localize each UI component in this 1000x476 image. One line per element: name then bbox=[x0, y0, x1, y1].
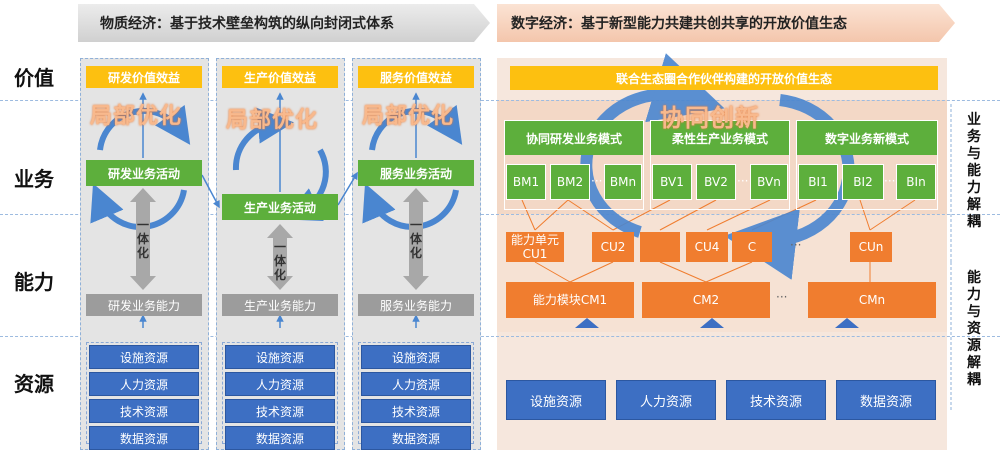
bi1-box: BI1 bbox=[798, 164, 838, 200]
local-opt-label-production: 局部优化 bbox=[226, 108, 319, 133]
bm1-box: BM1 bbox=[506, 164, 546, 200]
capability-unit-cu5: C bbox=[732, 232, 772, 262]
resource-facility-right: 设施资源 bbox=[506, 380, 606, 420]
capability-module-cmn: CMn bbox=[808, 282, 936, 318]
local-opt-label-service: 局部优化 bbox=[362, 104, 455, 129]
capability-box-rd: 研发业务能力 bbox=[86, 294, 202, 316]
ellipsis: ··· bbox=[776, 290, 788, 304]
ellipsis: ··· bbox=[591, 174, 603, 188]
bvn-box: BVn bbox=[750, 164, 788, 200]
mode-title-digital: 数字业务新模式 bbox=[797, 121, 937, 155]
resource-technology: 技术资源 bbox=[89, 399, 199, 423]
resource-technology-right: 技术资源 bbox=[726, 380, 826, 420]
capability-unit-cu4: CU4 bbox=[686, 232, 728, 262]
row-divider bbox=[0, 214, 1000, 215]
business-box-service: 服务业务活动 bbox=[358, 160, 474, 186]
side-label-capability-resource: 能力与资源解耦 bbox=[967, 270, 981, 388]
resource-stack-rd: 设施资源 人力资源 技术资源 数据资源 bbox=[86, 342, 202, 450]
business-box-rd: 研发业务活动 bbox=[86, 160, 202, 186]
header-physical-economy: 物质经济：基于技术壁垒构筑的纵向封闭式体系 bbox=[78, 4, 490, 42]
resource-human: 人力资源 bbox=[361, 372, 471, 396]
header-digital-economy: 数字经济：基于新型能力共建共创共享的开放价值生态 bbox=[497, 4, 955, 42]
resource-human: 人力资源 bbox=[89, 372, 199, 396]
value-box-service: 服务价值效益 bbox=[358, 66, 474, 88]
capability-module-cm2: CM2 bbox=[642, 282, 770, 318]
ellipsis: ··· bbox=[790, 238, 802, 252]
resource-data: 数据资源 bbox=[89, 426, 199, 450]
business-box-production: 生产业务活动 bbox=[222, 194, 338, 220]
value-box-rd: 研发价值效益 bbox=[86, 66, 202, 88]
resource-stack-service: 设施资源 人力资源 技术资源 数据资源 bbox=[358, 342, 474, 450]
row-divider bbox=[0, 100, 1000, 101]
capability-unit-cu2: CU2 bbox=[592, 232, 634, 262]
local-opt-label-rd: 局部优化 bbox=[90, 104, 183, 129]
resource-human-right: 人力资源 bbox=[616, 380, 716, 420]
capability-unit-cu1: 能力单元 CU1 bbox=[506, 232, 564, 262]
resource-facility: 设施资源 bbox=[225, 345, 335, 369]
capability-box-service: 服务业务能力 bbox=[358, 294, 474, 316]
integration-label-service: 一体化 bbox=[409, 218, 422, 260]
ellipsis: ··· bbox=[737, 174, 749, 188]
row-label-value: 价值 bbox=[14, 66, 54, 90]
resource-data: 数据资源 bbox=[361, 426, 471, 450]
mode-title-rd: 协同研发业务模式 bbox=[505, 121, 643, 155]
integration-label-production: 一体化 bbox=[273, 240, 286, 282]
resource-facility: 设施资源 bbox=[361, 345, 471, 369]
resource-technology: 技术资源 bbox=[361, 399, 471, 423]
ellipsis: ··· bbox=[884, 174, 896, 188]
header-right-text: 数字经济：基于新型能力共建共创共享的开放价值生态 bbox=[511, 16, 847, 32]
resource-human: 人力资源 bbox=[225, 372, 335, 396]
resource-facility: 设施资源 bbox=[89, 345, 199, 369]
bv1-box: BV1 bbox=[652, 164, 692, 200]
mode-title-production: 柔性生产业务模式 bbox=[651, 121, 789, 155]
capability-module-cm1: 能力模块CM1 bbox=[506, 282, 634, 318]
resource-data-right: 数据资源 bbox=[836, 380, 936, 420]
bi2-box: BI2 bbox=[842, 164, 884, 200]
bm2-box: BM2 bbox=[550, 164, 590, 200]
resource-data: 数据资源 bbox=[225, 426, 335, 450]
capability-box-production: 生产业务能力 bbox=[222, 294, 338, 316]
mode-group-production: 柔性生产业务模式 bbox=[650, 120, 790, 210]
ecosystem-value-box: 联合生态圈合作伙伴构建的开放价值生态 bbox=[510, 66, 938, 90]
row-label-capability: 能力 bbox=[14, 270, 54, 294]
row-label-business: 业务 bbox=[14, 167, 54, 191]
synergy-label: 协同创新 bbox=[660, 104, 760, 132]
capability-unit-cun: CUn bbox=[850, 232, 892, 262]
mode-group-digital: 数字业务新模式 bbox=[796, 120, 938, 210]
bmn-box: BMn bbox=[604, 164, 642, 200]
value-box-production: 生产价值效益 bbox=[222, 66, 338, 88]
resource-technology: 技术资源 bbox=[225, 399, 335, 423]
capability-unit-cu3 bbox=[640, 232, 680, 262]
bin-box: BIn bbox=[896, 164, 936, 200]
resource-stack-production: 设施资源 人力资源 技术资源 数据资源 bbox=[222, 342, 338, 450]
integration-label-rd: 一体化 bbox=[136, 218, 149, 260]
row-label-resource: 资源 bbox=[14, 372, 54, 396]
mode-group-rd: 协同研发业务模式 bbox=[504, 120, 644, 210]
side-label-business-capability: 业务与能力解耦 bbox=[967, 112, 981, 230]
row-divider bbox=[0, 336, 1000, 337]
header-left-text: 物质经济：基于技术壁垒构筑的纵向封闭式体系 bbox=[100, 16, 394, 32]
bv2-box: BV2 bbox=[696, 164, 736, 200]
